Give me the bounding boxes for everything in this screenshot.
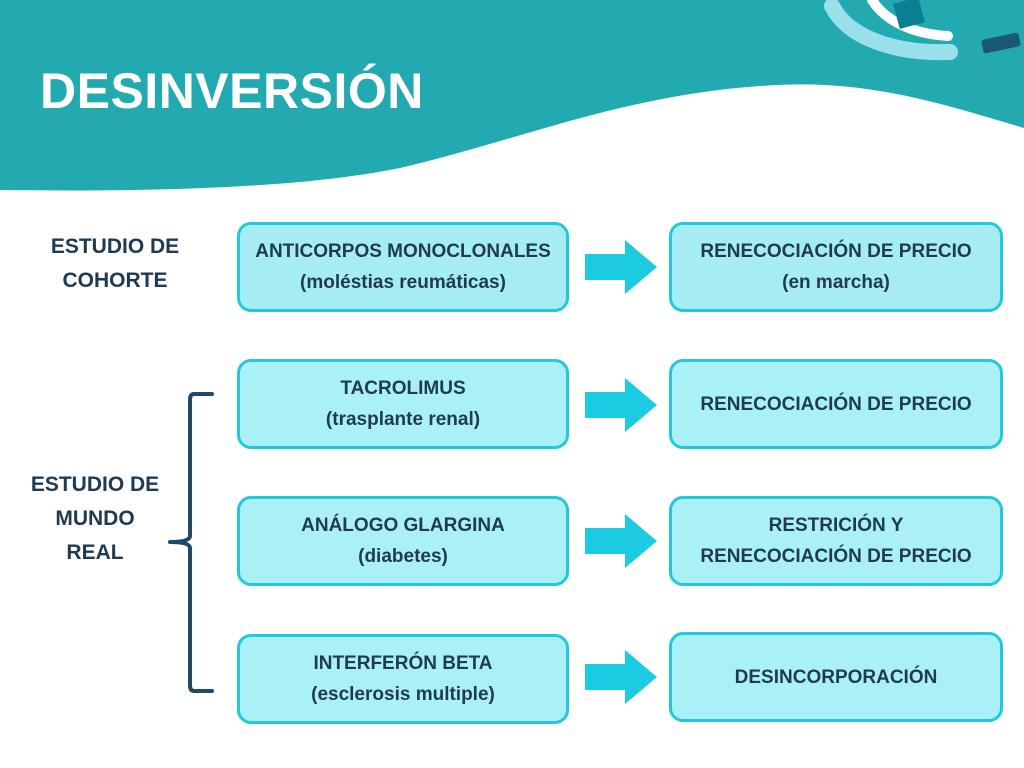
action-text: RENECOCIACIÓN DE PRECIO	[700, 393, 972, 415]
logo-dash	[981, 32, 1021, 54]
drug-box-glargina: ANÁLOGO GLARGINA (diabetes)	[237, 496, 569, 586]
drug-box-anticorpos: ANTICORPOS MONOCLONALES (moléstias reumá…	[237, 222, 569, 312]
drug-name: TACROLIMUS	[340, 378, 466, 399]
action-text: DESINCORPORACIÓN	[734, 666, 938, 688]
page-title: DESINVERSIÓN	[40, 63, 424, 119]
drug-name: ANÁLOGO GLARGINA	[301, 515, 505, 536]
drug-indication: (esclerosis multiple)	[311, 684, 495, 705]
arrow-right-icon	[585, 514, 657, 568]
drug-indication: (moléstias reumáticas)	[300, 272, 506, 293]
drug-name: INTERFERÓN BETA	[313, 653, 493, 674]
action-box-row-4: DESINCORPORACIÓN	[669, 632, 1003, 722]
action-box-row-1: RENECOCIACIÓN DE PRECIO (en marcha)	[669, 222, 1003, 312]
drug-indication: (trasplante renal)	[325, 409, 481, 430]
drug-name: ANTICORPOS MONOCLONALES	[255, 241, 551, 262]
group-bracket	[168, 392, 214, 693]
drug-box-tacrolimus: TACROLIMUS (trasplante renal)	[237, 359, 569, 449]
group-label-real-world: ESTUDIO DE MUNDO REAL	[30, 473, 160, 564]
banner-wave	[0, 0, 1024, 191]
action-text: RENECOCIACIÓN DE PRECIO	[700, 241, 972, 262]
action-note: (en marcha)	[782, 272, 890, 293]
logo-bar	[893, 0, 925, 29]
action-box-row-2: RENECOCIACIÓN DE PRECIO	[669, 359, 1003, 449]
action-box-row-3: RESTRICIÓN Y RENECOCIACIÓN DE PRECIO	[669, 496, 1003, 586]
header-banner	[0, 0, 1024, 191]
drug-indication: (diabetes)	[358, 546, 448, 567]
drug-box-interferon: INTERFERÓN BETA (esclerosis multiple)	[237, 634, 569, 724]
arrow-right-icon	[585, 650, 657, 704]
arrow-right-icon	[585, 240, 657, 294]
logo-arc-outer	[824, 0, 958, 61]
group-label-cohort: ESTUDIO DE COHORTE	[50, 235, 180, 292]
action-text: RESTRICIÓN Y RENECOCIACIÓN DE PRECIO	[700, 515, 972, 567]
arrow-right-icon	[585, 378, 657, 432]
